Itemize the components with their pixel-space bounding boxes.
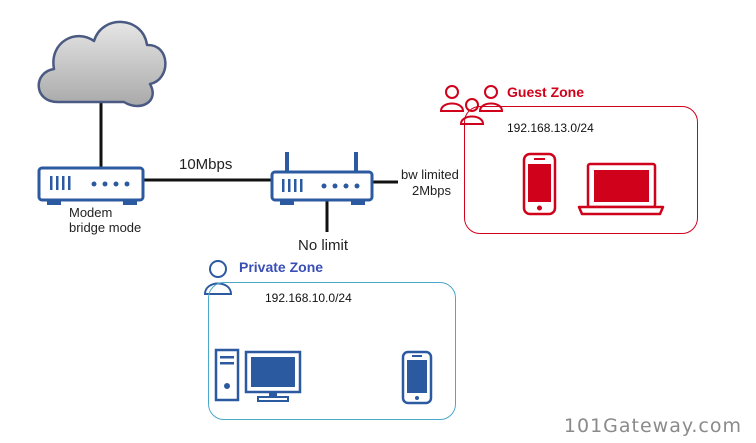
guest-zone-title: Guest Zone [507,84,585,100]
guest-zone-subnet: 192.168.13.0/24 [507,121,594,135]
guest-bandwidth-label-line2: 2Mbps [412,183,452,198]
router-icon [270,152,374,205]
watermark: 101Gateway.com [563,415,742,437]
internet-cloud-icon [37,20,167,108]
modem-label-line1: Modem [69,205,113,220]
guest-bandwidth-label-line1: bw limited [401,167,459,182]
guest-zone-box [464,106,698,234]
private-monitor-icon [244,350,302,402]
modem-label-line2: bridge mode [69,220,142,235]
private-zone-subnet: 192.168.10.0/24 [265,291,352,305]
modem-icon [37,166,145,205]
guest-laptop-icon [577,162,665,216]
private-desktop-tower-icon [214,348,240,402]
uplink-speed-label: 10Mbps [179,156,233,173]
private-zone-box [208,282,456,420]
private-bandwidth-label: No limit [298,237,349,254]
guest-phone-icon [522,152,557,216]
private-phone-icon [401,350,433,405]
private-zone-title: Private Zone [239,259,324,275]
